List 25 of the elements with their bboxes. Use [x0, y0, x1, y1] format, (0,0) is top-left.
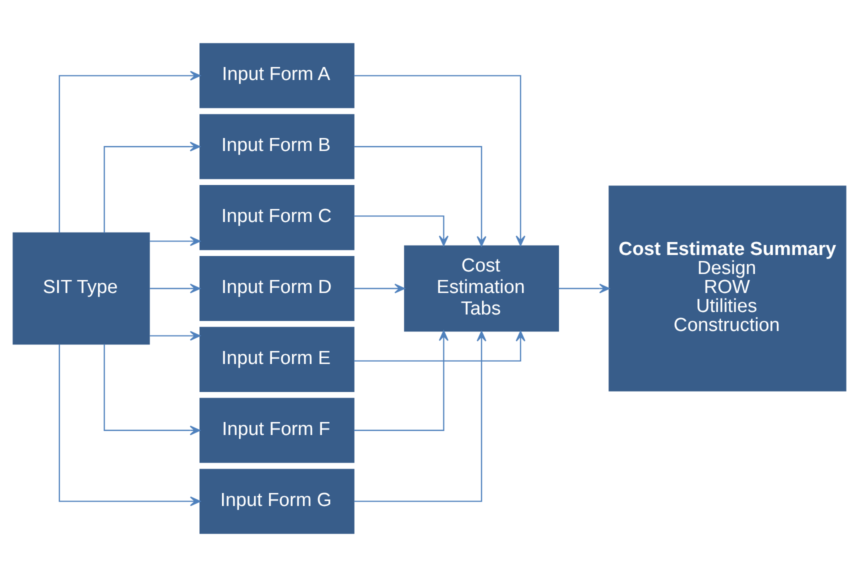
arrow [104, 344, 200, 435]
node-box: Cost Estimate Summary Design ROW Utilities Construction [608, 185, 846, 391]
arrow [354, 330, 486, 502]
arrow [354, 74, 526, 246]
arrow [58, 344, 201, 506]
arrow [150, 283, 200, 293]
arrow [354, 283, 405, 293]
node-box: Input Form B [200, 114, 354, 179]
arrow [150, 236, 200, 246]
node-box: Input Form A [200, 42, 354, 108]
node-box: SIT Type [12, 232, 150, 344]
arrow [354, 214, 449, 246]
arrow [150, 330, 200, 340]
arrow [354, 330, 526, 362]
arrow [354, 146, 486, 246]
arrow [58, 70, 201, 232]
node-box: Input Form G [200, 468, 354, 534]
node-box: Input Form F [200, 397, 354, 462]
arrow [354, 330, 449, 430]
arrow [558, 283, 610, 293]
node-box: Input Form D [200, 255, 354, 321]
node-box: Cost Estimation Tabs [404, 244, 559, 332]
arrow [104, 141, 200, 232]
node-box: Input Form C [200, 184, 354, 250]
node-box: Input Form E [200, 326, 354, 392]
